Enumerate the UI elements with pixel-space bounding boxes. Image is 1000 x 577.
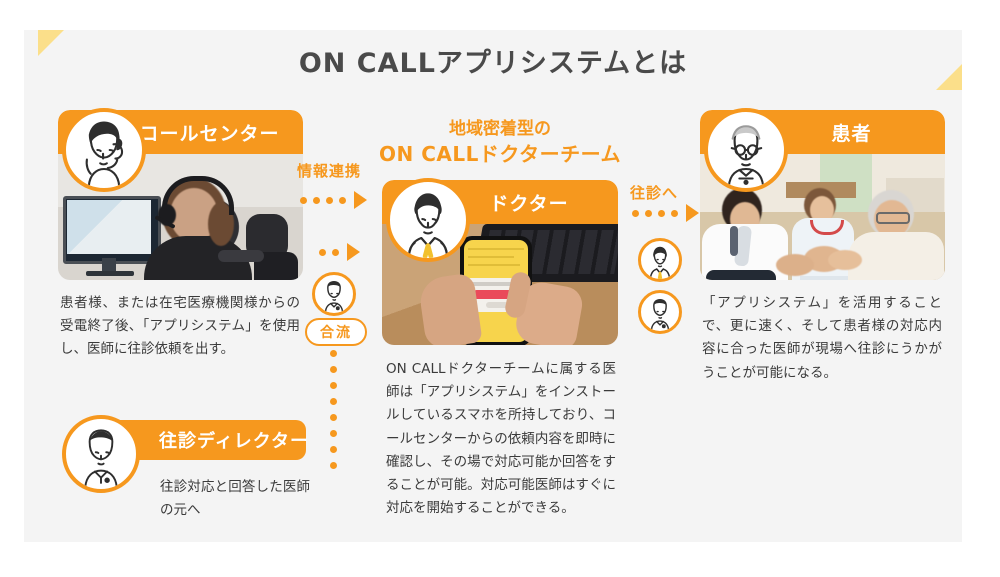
merge-pill: 合流 bbox=[305, 318, 367, 346]
patient-description: 「アプリシステム」を活用することで、更に速く、そして患者様の対応内容に合った医師… bbox=[702, 295, 942, 381]
corner-accent-bottom-right-icon bbox=[936, 64, 962, 90]
doctor-description: ON CALLドクターチームに属する医師は「アプリシステム」をインストールしてい… bbox=[386, 361, 616, 517]
visit-director-badge: 往診ディレクター bbox=[110, 420, 308, 460]
connector-arrow-visit-icon bbox=[632, 204, 699, 222]
call-center-description: 患者様、または在宅医療機関様からの受電終了後、「アプリシステム」を使用し、医師に… bbox=[60, 295, 300, 358]
visit-director-description: 往診対応と回答した医師の元へ bbox=[160, 479, 310, 519]
center-headline-line2: ON CALLドクターチーム bbox=[379, 141, 621, 166]
center-headline: 地域密着型の ON CALLドクターチーム bbox=[378, 118, 622, 168]
call-center-operator-avatar bbox=[62, 108, 146, 192]
connector-label-visit: 往診へ bbox=[630, 184, 679, 202]
patient-card: 患者 bbox=[700, 110, 945, 280]
center-headline-line1: 地域密着型の bbox=[449, 119, 551, 139]
connector-arrow-information-link-icon bbox=[300, 191, 367, 209]
corner-accent-top-left-icon bbox=[38, 30, 64, 56]
patient-avatar bbox=[704, 108, 788, 192]
connector-label-information-link: 情報連携 bbox=[297, 162, 362, 180]
merge-arrow-icon bbox=[319, 243, 360, 261]
header-band bbox=[24, 30, 962, 90]
director-small-avatar bbox=[312, 272, 356, 316]
director-avatar bbox=[62, 415, 140, 493]
director-small-avatar-2 bbox=[638, 290, 682, 334]
page-title: ON CALLアプリシステムとは bbox=[298, 47, 688, 79]
doctor-small-avatar bbox=[638, 238, 682, 282]
doctor-avatar bbox=[386, 178, 470, 262]
call-center-photo bbox=[58, 154, 303, 280]
merge-dotted-line-icon bbox=[330, 350, 337, 469]
patient-photo bbox=[700, 154, 945, 280]
